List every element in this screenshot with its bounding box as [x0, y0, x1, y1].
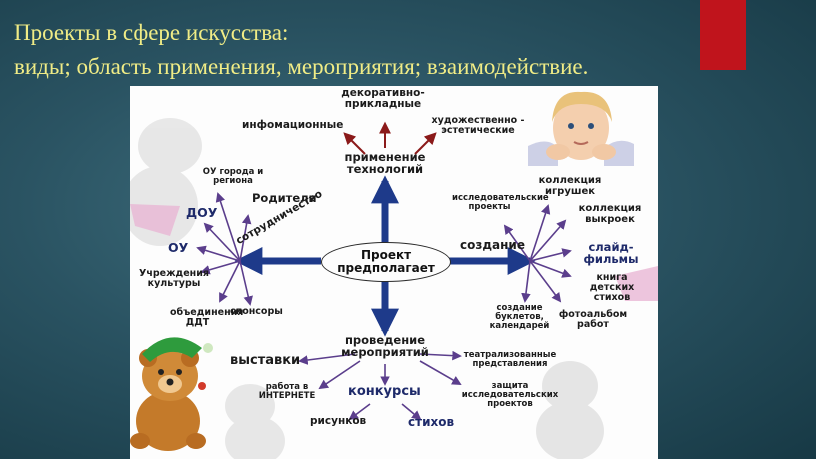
contest-item-drawings: рисунков [310, 415, 367, 427]
faded-bear-mid-bottom [225, 384, 285, 459]
cooperation-item-sponsors: спонсоры [230, 306, 283, 317]
technology-item-information: инфомационные [242, 119, 344, 131]
events-item-internet: работа в ИНТЕРНЕТЕ [258, 382, 316, 401]
arrows-creation [503, 204, 572, 303]
events-item-defense: защита исследовательских проектов [461, 381, 559, 409]
creation-label: создание [460, 238, 525, 252]
arrows-events [298, 350, 462, 421]
child-photo [528, 86, 634, 166]
pink-pillow-right [615, 266, 658, 301]
creation-item-slides: слайд-фильмы [583, 240, 639, 267]
cooperation-item-culture: Учреждения культуры [139, 268, 209, 289]
arrow-tech-left [343, 132, 366, 155]
faded-bear-right-bottom [536, 361, 604, 459]
technology-item-artistic: художественно - эстетические [431, 115, 525, 136]
cooperation-item-dou: ДОУ [186, 205, 218, 220]
slide-title-line1: Проекты в сфере искусства: [14, 20, 289, 45]
events-label: проведение мероприятий [341, 333, 429, 360]
technology-item-decorative: декоративно-прикладные [341, 87, 425, 111]
technology-label: применение технологий [344, 150, 426, 177]
pink-pillow-left [130, 204, 180, 236]
events-item-contests: конкурсы [348, 384, 421, 399]
events-item-exhibitions: выставки [230, 353, 301, 368]
events-item-theatre: театрализованные представления [463, 350, 557, 369]
creation-item-photo-album: фотоальбом работ [558, 309, 628, 330]
center-node: Проект предполагает [321, 242, 451, 282]
teddy-bear-illustration [130, 337, 213, 451]
cooperation-item-ddt: объединения ДДТ [170, 307, 244, 328]
creation-item-toys: коллекция игрушек [538, 175, 602, 197]
cooperation-item-ou: ОУ [168, 240, 189, 255]
contest-item-poems: стихов [408, 415, 455, 429]
creation-item-research: исследовательские проекты [452, 193, 549, 212]
arrow-tech-right [414, 132, 437, 155]
creation-item-patterns: коллекция выкроек [578, 203, 642, 225]
creation-item-poems-book: книга детских стихов [589, 272, 635, 303]
diagram-graphics [130, 118, 658, 459]
creation-item-booklets: создание буклетов, календарей [489, 303, 550, 331]
slide-title-line2: виды; область применения, мероприятия; в… [14, 54, 589, 79]
arrows-cooperation [196, 192, 253, 306]
cooperation-item-city-schools: ОУ города и региона [202, 167, 264, 186]
center-label: Проект предполагает [337, 248, 435, 275]
accent-bar [700, 0, 746, 70]
cooperation-item-parents: Родители [252, 191, 317, 205]
